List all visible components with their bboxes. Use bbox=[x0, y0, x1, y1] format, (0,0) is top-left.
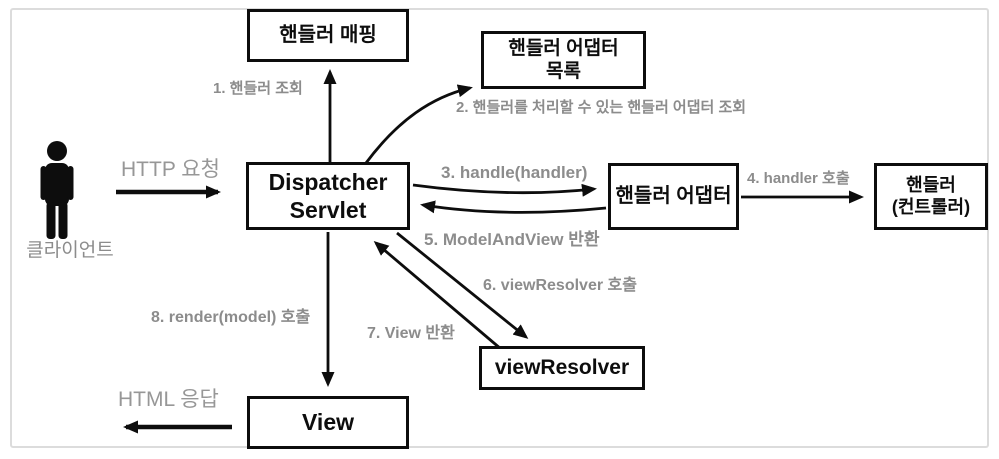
dispatcher-servlet-label-line1: Dispatcher bbox=[268, 168, 388, 195]
step-6-label: 6. viewResolver 호출 bbox=[483, 277, 637, 294]
arrow-3-handle-handler bbox=[412, 183, 597, 197]
step-4-label: 4. handler 호출 bbox=[747, 170, 850, 187]
client-person-icon bbox=[40, 141, 74, 239]
view-resolver-label: viewResolver bbox=[494, 356, 630, 380]
client-label: 클라이언트 bbox=[26, 240, 114, 261]
view-box: View bbox=[247, 396, 409, 449]
step-5-label: 5. ModelAndView 반환 bbox=[424, 230, 600, 249]
view-resolver-box: viewResolver bbox=[479, 346, 645, 390]
arrow-5-modelandview-return bbox=[420, 200, 607, 214]
dispatcher-servlet-label-line2: Servlet bbox=[289, 197, 367, 223]
step-7-label: 7. View 반환 bbox=[367, 325, 455, 342]
html-response-label: HTML 응답 bbox=[118, 388, 219, 411]
arrow-2-adapter-list-lookup bbox=[364, 84, 473, 164]
step-3-label: 3. handle(handler) bbox=[441, 163, 588, 182]
handler-adapter-list-box: 핸들러 어댑터 목록 bbox=[481, 31, 646, 89]
handler-controller-box: 핸들러 (컨트롤러) bbox=[874, 163, 988, 230]
handler-controller-label-line1: 핸들러 bbox=[906, 174, 956, 195]
handler-mapping-box: 핸들러 매핑 bbox=[247, 9, 409, 62]
handler-adapter-label: 핸들러 어댑터 bbox=[615, 185, 732, 208]
step-2-label: 2. 핸들러를 처리할 수 있는 핸들러 어댑터 조회 bbox=[456, 99, 747, 116]
handler-controller-label-line2: (컨트롤러) bbox=[891, 196, 971, 217]
handler-mapping-label: 핸들러 매핑 bbox=[279, 24, 377, 47]
dispatcher-servlet-box: Dispatcher Servlet bbox=[246, 162, 410, 230]
step-1-label: 1. 핸들러 조회 bbox=[213, 80, 303, 97]
view-label: View bbox=[302, 409, 354, 436]
handler-adapter-box: 핸들러 어댑터 bbox=[608, 163, 739, 230]
handler-adapter-list-label-line1: 핸들러 어댑터 bbox=[508, 37, 619, 59]
http-request-label: HTTP 요청 bbox=[121, 158, 220, 181]
arrow-6-viewresolver-call bbox=[396, 231, 529, 339]
step-8-label: 8. render(model) 호출 bbox=[151, 309, 311, 326]
arrow-7-view-return bbox=[373, 241, 502, 351]
handler-adapter-list-label-line2: 목록 bbox=[546, 61, 581, 82]
